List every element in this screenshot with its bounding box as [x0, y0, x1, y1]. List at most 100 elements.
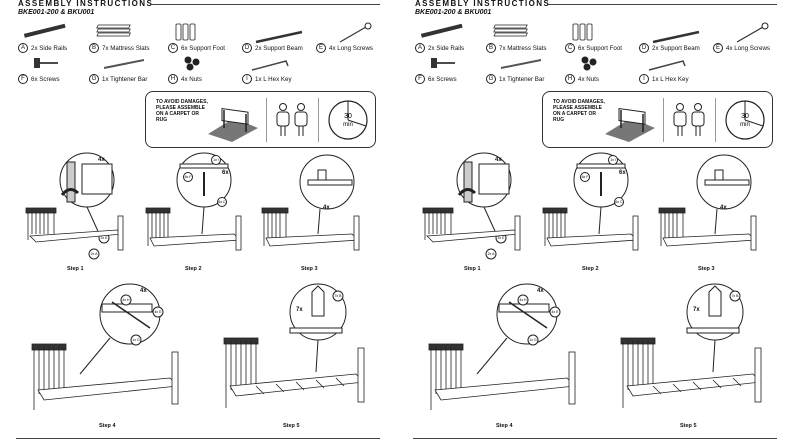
model-number: BKE001-200 & BKU001 [415, 9, 492, 16]
svg-text:1x G: 1x G [529, 338, 537, 342]
step4-label: Step 4 [496, 423, 513, 429]
manual-page-right: ASSEMBLY INSTRUCTIONS BKE001-200 & BKU00… [397, 0, 793, 445]
svg-text:4x E: 4x E [551, 310, 559, 314]
screw-icon [34, 58, 58, 68]
header-rule [150, 4, 380, 5]
step3-callout: 4x [720, 205, 727, 211]
step5-callout: 7x [296, 307, 303, 313]
step5-diagram: 7x B [620, 283, 762, 408]
step1-callout: 4x [495, 157, 502, 163]
tightener-bar-icon [500, 59, 542, 69]
step2-diagram: 1x I 6x F 6x C [542, 152, 639, 251]
step4-diagram: 4x H 4x E 1x G [31, 283, 179, 410]
step3-diagram [658, 154, 757, 251]
step5-diagram: 7x B [223, 283, 365, 408]
two-people-icon [276, 103, 308, 136]
step4-callout: 4x [140, 288, 147, 294]
step3-diagram [261, 154, 360, 251]
tightener-bar-icon [103, 59, 145, 69]
svg-text:4x H: 4x H [519, 298, 527, 302]
step4-diagram: 4x H 4x E 1x G [428, 283, 576, 410]
hex-key-icon [251, 60, 289, 71]
step2-callout: 6x [619, 170, 626, 176]
manual-title: ASSEMBLY INSTRUCTIONS [415, 0, 551, 8]
step2-label: Step 2 [582, 266, 599, 272]
step3-callout: 4x [323, 205, 330, 211]
screw-icon [431, 58, 455, 68]
svg-text:30: 30 [741, 113, 749, 120]
side-rail-icon [420, 23, 463, 38]
manual-page-left: ASSEMBLY INSTRUCTIONS BKE001-200 & BKU00… [0, 0, 396, 445]
rug-icon [208, 107, 258, 142]
svg-text:6x C: 6x C [615, 200, 623, 204]
warning-box: TO AVOID DAMAGES, PLEASE ASSEMBLE ON A C… [542, 91, 773, 148]
nuts-icon [581, 56, 597, 71]
svg-text:7x B: 7x B [731, 294, 739, 298]
svg-text:2x A: 2x A [488, 252, 495, 256]
support-beam-icon [652, 30, 700, 44]
svg-text:min: min [740, 122, 750, 128]
side-rail-icon [23, 23, 66, 38]
support-foot-icon [572, 23, 593, 41]
svg-text:30: 30 [344, 113, 352, 120]
step4-label: Step 4 [99, 423, 116, 429]
svg-text:min: min [343, 122, 353, 128]
svg-text:6x F: 6x F [582, 175, 589, 179]
step1-diagram: 2x E 2x A [25, 152, 124, 260]
step5-label: Step 5 [283, 423, 300, 429]
two-people-icon [673, 103, 705, 136]
svg-text:1x I: 1x I [610, 158, 616, 162]
footer-rule [16, 438, 380, 439]
timer-icon: 30 min [328, 100, 368, 140]
svg-text:1x I: 1x I [213, 158, 219, 162]
warning-text: TO AVOID DAMAGES, PLEASE ASSEMBLE ON A C… [156, 99, 208, 123]
step2-diagram: 1x I 6x F 6x C [145, 152, 242, 251]
warning-box: TO AVOID DAMAGES, PLEASE ASSEMBLE ON A C… [145, 91, 376, 148]
model-number: BKE001-200 & BKU001 [18, 9, 95, 16]
header-rule [547, 4, 777, 5]
support-foot-icon [175, 23, 196, 41]
step3-label: Step 3 [301, 266, 318, 272]
slats-icon [493, 24, 528, 37]
support-beam-icon [255, 30, 303, 44]
nuts-icon [184, 56, 200, 71]
step2-callout: 6x [222, 170, 229, 176]
long-screw-icon [736, 22, 769, 43]
warning-text: TO AVOID DAMAGES, PLEASE ASSEMBLE ON A C… [553, 99, 605, 123]
svg-text:2x A: 2x A [91, 252, 98, 256]
step2-label: Step 2 [185, 266, 202, 272]
hex-key-icon [648, 60, 686, 71]
manual-title: ASSEMBLY INSTRUCTIONS [18, 0, 154, 8]
svg-text:4x H: 4x H [122, 298, 130, 302]
svg-text:2x E: 2x E [100, 236, 108, 240]
footer-rule [413, 438, 777, 439]
svg-text:6x F: 6x F [185, 175, 192, 179]
step3-label: Step 3 [698, 266, 715, 272]
step1-label: Step 1 [464, 266, 481, 272]
step4-callout: 4x [537, 288, 544, 294]
step5-label: Step 5 [680, 423, 697, 429]
svg-text:1x G: 1x G [132, 338, 140, 342]
step5-callout: 7x [693, 307, 700, 313]
svg-text:6x C: 6x C [218, 200, 226, 204]
long-screw-icon [339, 22, 372, 43]
step1-label: Step 1 [67, 266, 84, 272]
slats-icon [96, 24, 131, 37]
